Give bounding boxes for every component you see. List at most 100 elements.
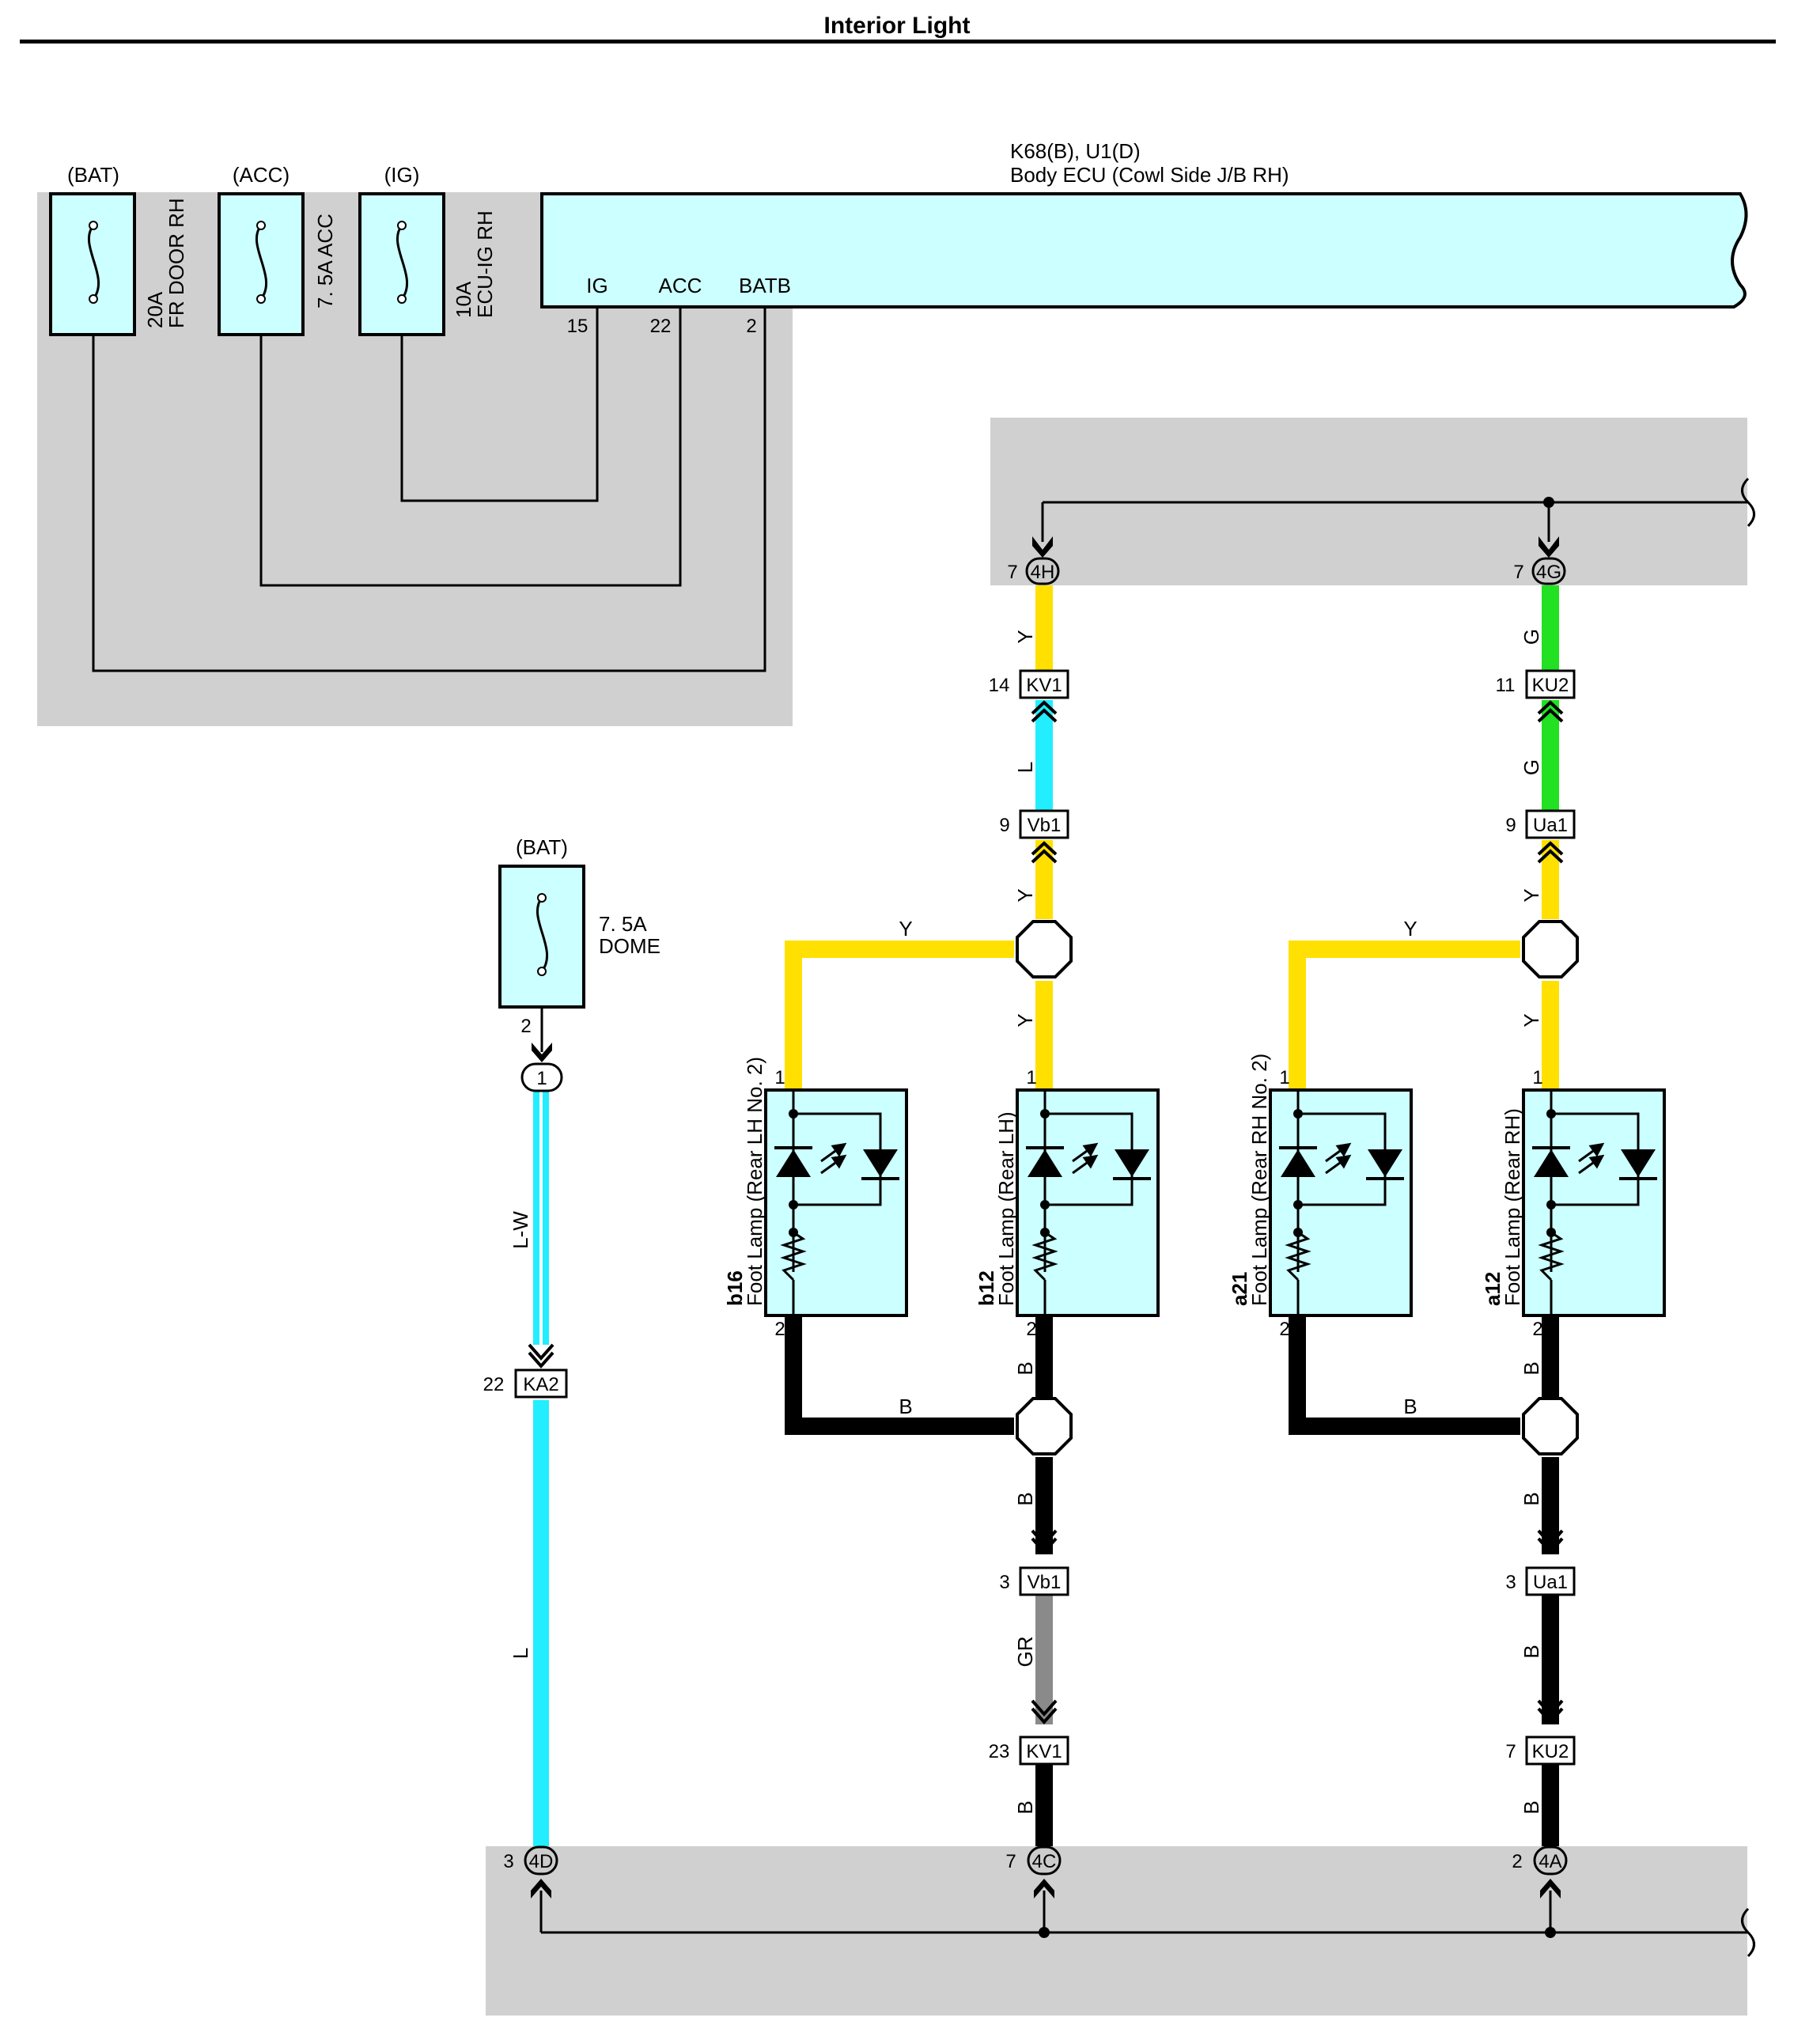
lower-junction-area xyxy=(486,1846,1747,2016)
wire-label: B xyxy=(1013,1361,1037,1375)
connector-ua1-top: Ua1 9 xyxy=(1505,809,1576,864)
wire-label: G xyxy=(1520,629,1543,645)
wire-label: L xyxy=(1013,762,1037,773)
wire-label: B xyxy=(1013,1800,1037,1814)
ecu-pin-ig: 15 xyxy=(567,316,589,337)
lamp-code: b16 xyxy=(723,1270,747,1306)
lamp-pin-top: 1 xyxy=(774,1067,785,1088)
ecu-terminal-batb: BATB xyxy=(739,274,791,297)
lamp-pin-bottom: 2 xyxy=(1532,1319,1542,1340)
junction-pin: 2 xyxy=(1512,1851,1522,1872)
junction-dome-1: 1 xyxy=(520,1062,563,1092)
lamp-name: Foot Lamp (Rear RH) xyxy=(1501,1108,1524,1306)
upper-bus xyxy=(1032,477,1755,558)
connector-kv1-top: KV1 14 xyxy=(989,669,1069,723)
junction-label: 4D xyxy=(529,1851,554,1872)
junction-pin: 7 xyxy=(1513,562,1523,583)
connector-label: KU2 xyxy=(1532,675,1569,696)
fuse-source-label: (BAT) xyxy=(516,835,568,859)
wire-label: L-W xyxy=(509,1211,532,1249)
connector-pin: 23 xyxy=(989,1741,1010,1762)
title-rule xyxy=(20,40,1776,44)
junction-4a: 4A 2 xyxy=(1512,1845,1568,1876)
ecu-pin-acc: 22 xyxy=(650,316,672,337)
wire-label: GR xyxy=(1013,1637,1037,1667)
wire-label: B xyxy=(1403,1395,1417,1418)
fuse-rating: 10A xyxy=(452,281,475,318)
fuse-name: DOME xyxy=(599,934,660,958)
connector-pin: 11 xyxy=(1496,675,1516,696)
junction-label: 4G xyxy=(1536,562,1561,583)
lamp-pin-bottom: 2 xyxy=(1279,1319,1289,1340)
lamp-pin-bottom: 2 xyxy=(774,1319,785,1340)
connector-pin: 22 xyxy=(483,1374,505,1395)
junction-4g: 4G 7 xyxy=(1513,557,1566,585)
connector-label: KV1 xyxy=(1026,675,1062,696)
fuse-source-label: (BAT) xyxy=(67,163,119,187)
fuse-name: ECU-IG RH xyxy=(473,210,497,318)
wire-label: B xyxy=(1520,1645,1543,1658)
connector-pin: 9 xyxy=(999,815,1009,836)
fuse-rating: 7. 5A xyxy=(599,912,647,936)
junction-4h: 4H 7 xyxy=(1007,557,1060,585)
wire-label: B xyxy=(1520,1800,1543,1814)
connector-pin: 3 xyxy=(1505,1572,1516,1593)
junction-4c: 4C 7 xyxy=(1005,1845,1062,1876)
wire-label: B xyxy=(1520,1492,1543,1505)
connector-ua1-bottom: Ua1 3 xyxy=(1505,1529,1576,1596)
fuse-ecu-ig-rh: (IG) 10A ECU-IG RH xyxy=(358,163,497,336)
fuse-fr-door-rh: (BAT) 20A FR DOOR RH xyxy=(49,163,188,336)
lamp-pin-top: 1 xyxy=(1532,1067,1542,1088)
wire-label: B xyxy=(1013,1492,1037,1505)
splice-lh-bottom xyxy=(1016,1397,1073,1455)
wire-label: Y xyxy=(1013,630,1037,643)
connector-pin: 7 xyxy=(1505,1741,1516,1762)
wire-label: B xyxy=(1520,1361,1543,1375)
lamp-name: Foot Lamp (Rear LH) xyxy=(994,1111,1018,1306)
wire-label: Y xyxy=(1520,1013,1543,1027)
junction-pin: 7 xyxy=(1007,562,1017,583)
connector-kv1-bottom: KV1 23 xyxy=(989,1699,1069,1766)
lamp-name: Foot Lamp (Rear RH No. 2) xyxy=(1247,1054,1271,1306)
junction-label: 4H xyxy=(1031,562,1055,583)
junction-4d: 4D 3 xyxy=(503,1845,558,1876)
connector-pin: 9 xyxy=(1505,815,1516,836)
connector-ka2: KA2 22 xyxy=(483,1343,568,1399)
wire-label: Y xyxy=(1013,1013,1037,1027)
wire-label: G xyxy=(1520,759,1543,775)
lamp-pin-top: 1 xyxy=(1279,1067,1289,1088)
connector-ku2-top: KU2 11 xyxy=(1496,669,1576,723)
junction-pin: 3 xyxy=(503,1851,513,1872)
wire-label: Y xyxy=(1520,888,1543,902)
fuse-source-label: (IG) xyxy=(384,163,420,187)
connector-label: Vb1 xyxy=(1028,815,1062,836)
lamp-code: a21 xyxy=(1228,1272,1251,1306)
ecu-terminal-acc: ACC xyxy=(659,274,702,297)
page-title: Interior Light xyxy=(824,13,971,39)
wire-label: Y xyxy=(1013,888,1037,902)
wire-label: L xyxy=(509,1648,532,1659)
junction-pin: 7 xyxy=(1005,1851,1016,1872)
ecu-terminal-ig: IG xyxy=(586,274,607,297)
lamp-pin-top: 1 xyxy=(1026,1067,1036,1088)
wire-label: Y xyxy=(1403,917,1417,941)
fuse-ecu-wiring xyxy=(92,307,766,672)
splice-rh-bottom xyxy=(1522,1397,1579,1455)
junction-label: 4A xyxy=(1539,1851,1561,1872)
lamp-pin-bottom: 2 xyxy=(1026,1319,1036,1340)
connector-pin: 14 xyxy=(989,675,1010,696)
lamp-code: a12 xyxy=(1481,1272,1504,1306)
splice-lh-top xyxy=(1016,920,1073,978)
connector-vb1-top: Vb1 9 xyxy=(999,809,1069,864)
fuse-dome: (BAT) 7. 5A DOME 2 xyxy=(498,835,660,1062)
wire-label: Y xyxy=(899,917,912,941)
wire-label: B xyxy=(899,1395,912,1418)
fuse-rating: 7. 5A ACC xyxy=(313,214,337,308)
connector-label: Ua1 xyxy=(1533,815,1568,836)
lamp-name: Foot Lamp (Rear LH No. 2) xyxy=(743,1057,766,1306)
